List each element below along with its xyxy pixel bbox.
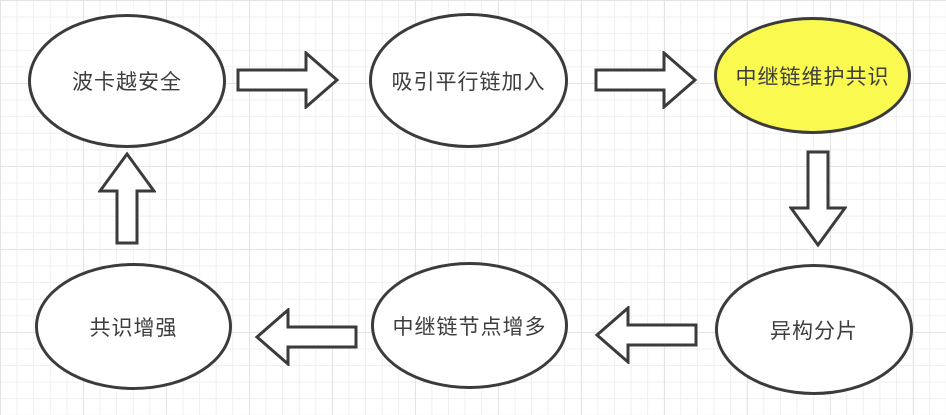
arrow-left-icon [594,306,698,364]
flow-node-label: 波卡越安全 [72,71,182,94]
flow-node-label: 吸引平行链加入 [391,70,546,94]
flow-node-consensus-strengthens: 共识增强 [35,263,232,390]
flow-node-polkadot-more-secure: 波卡越安全 [28,14,226,148]
arrow-right-icon [236,51,340,109]
flow-node-attract-parachains: 吸引平行链加入 [369,13,568,148]
arrow-left-icon [254,308,358,366]
arrow-down-icon [789,150,847,248]
flow-node-heterogeneous-sharding: 异构分片 [715,264,913,395]
flow-node-label: 共识增强 [89,316,178,340]
flow-node-label: 中继链节点增多 [392,315,547,339]
arrow-up-icon [98,151,156,245]
flow-node-relay-chain-consensus-highlighted: 中继链维护共识 [714,17,911,134]
flow-node-label: 中继链维护共识 [735,65,890,89]
flow-node-label: 异构分片 [770,319,858,343]
flow-node-relay-nodes-increase: 中继链节点增多 [371,262,568,389]
arrow-right-icon [594,51,698,109]
